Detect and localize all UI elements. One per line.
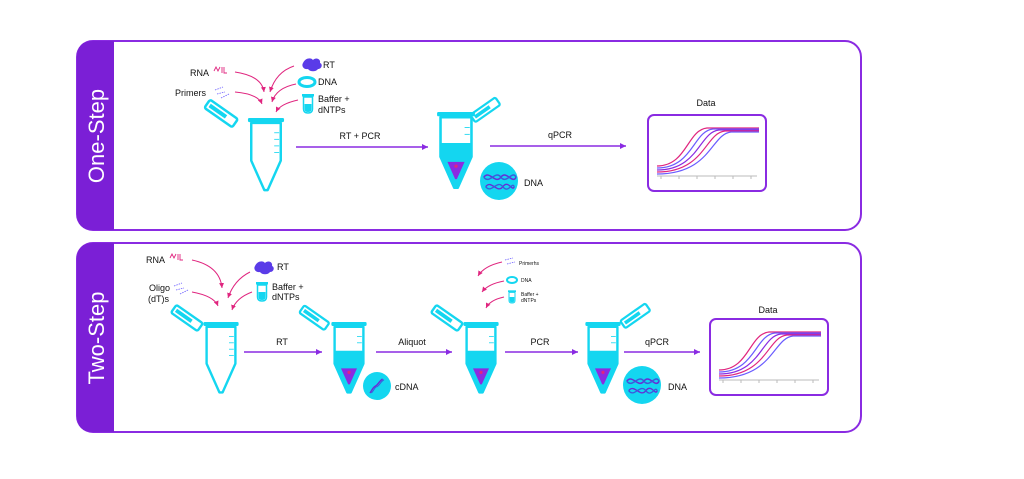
- one-step-buffer-line2: dNTPs: [318, 105, 346, 115]
- pcr-primers-label: Primerhs: [519, 261, 540, 267]
- one-step-dna-product-label: DNA: [524, 178, 543, 188]
- one-step-rna-label: RNA: [190, 68, 209, 78]
- two-step-buffer-line1: Baffer +: [272, 282, 304, 292]
- one-step-rt-label: RT: [323, 60, 335, 70]
- two-step-input-arrows: [191, 259, 253, 311]
- two-step-rna-label: RNA: [146, 255, 165, 265]
- two-step-rt-enzyme-icon: [254, 261, 274, 275]
- pcr-input-arrows: [477, 261, 505, 309]
- two-step-panel: Two-Step RNA Oligo (dT)s RT Baffer + dNT…: [76, 242, 862, 433]
- two-step-aliquot-label: Aliquot: [398, 337, 426, 347]
- two-step-dna-icon: [622, 365, 662, 405]
- one-step-rt-pcr-label: RT + PCR: [340, 131, 381, 141]
- one-step-data-label: Data: [696, 98, 715, 108]
- one-step-buffer-line1: Baffer +: [318, 94, 350, 104]
- one-step-data-chart: [646, 113, 768, 193]
- one-step-primers-label: Primers: [175, 88, 206, 98]
- two-step-data-label: Data: [758, 305, 777, 315]
- two-step-dna-label: DNA: [668, 382, 687, 392]
- one-step-title: One-Step: [84, 89, 109, 183]
- two-step-rt-arrow-label: RT: [276, 337, 288, 347]
- pcr-primers-icon: [504, 257, 516, 265]
- two-step-data-chart: [708, 317, 830, 397]
- one-step-dna-label: DNA: [318, 77, 337, 87]
- one-step-dna-icon: [479, 161, 519, 201]
- two-step-pcr-label: PCR: [530, 337, 550, 347]
- pcr-dna-icon: [506, 276, 518, 284]
- two-step-oligo-line2: (dT)s: [148, 294, 169, 304]
- pcr-buffer-line1: Baffer +: [521, 292, 539, 298]
- one-step-input-arrows: [234, 65, 299, 113]
- dna-plasmid-icon: [297, 76, 317, 88]
- rt-enzyme-icon: [302, 58, 322, 72]
- two-step-cdna-label: cDNA: [395, 382, 419, 392]
- two-step-oligo-line1: Oligo: [149, 283, 170, 293]
- one-step-tab: [77, 41, 114, 230]
- oligo-dt-icon: [173, 282, 189, 295]
- two-step-buffer-line2: dNTPs: [272, 292, 300, 302]
- pcr-buffer-line2: dNTPs: [521, 298, 537, 304]
- two-step-rna-strand-icon: [169, 252, 183, 261]
- cdna-icon: [362, 371, 392, 401]
- pcr-dna-label: DNA: [521, 278, 532, 284]
- primers-icon: [214, 86, 230, 99]
- two-step-title: Two-Step: [84, 292, 109, 385]
- one-step-panel: One-Step RNA Primers RT DNA Baffer + dNT…: [76, 40, 862, 231]
- two-step-tab: [77, 243, 114, 432]
- rna-strand-icon: [213, 65, 227, 74]
- two-step-rt-label: RT: [277, 262, 289, 272]
- one-step-qpcr-label: qPCR: [548, 130, 573, 140]
- two-step-qpcr-label: qPCR: [645, 337, 670, 347]
